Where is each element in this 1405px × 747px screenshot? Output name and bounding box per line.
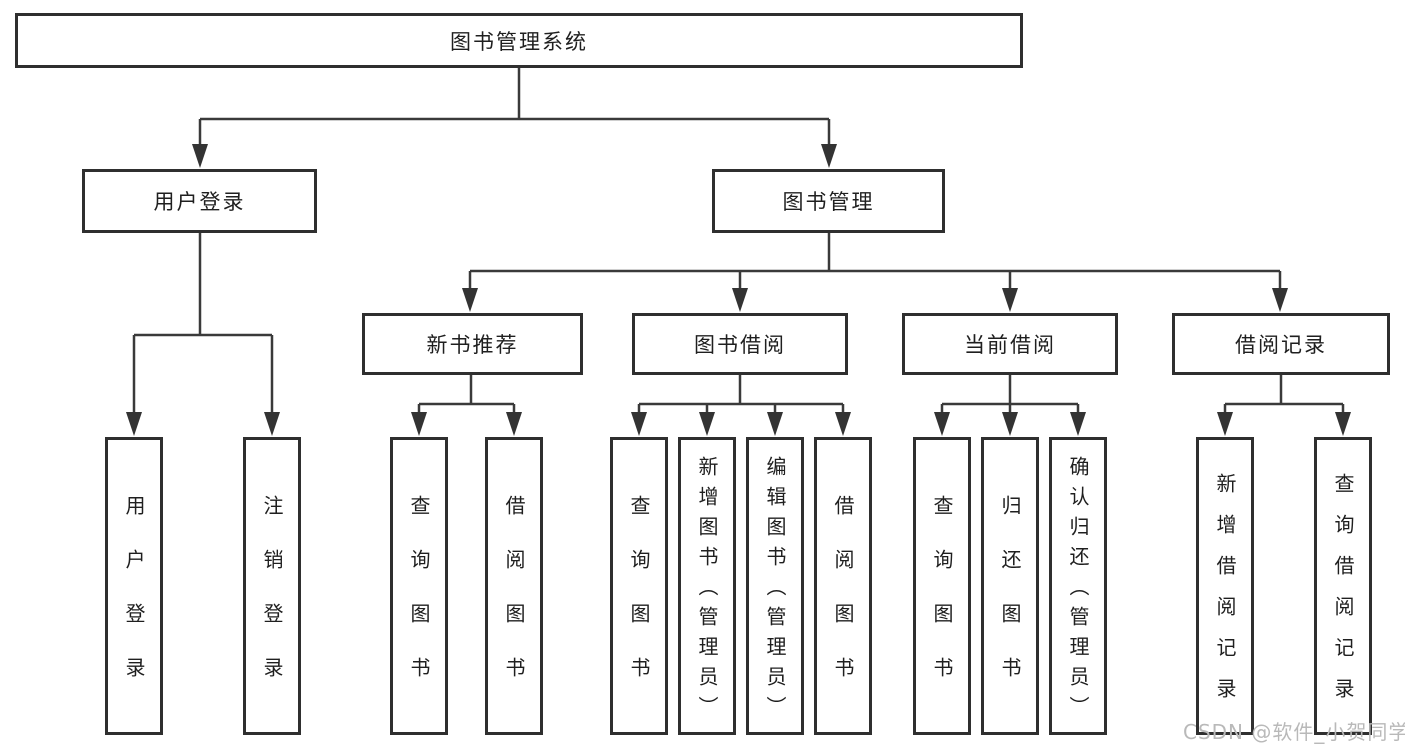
arrowheads [126, 144, 1351, 436]
leaf-borrow-books: 借阅图书 [814, 437, 872, 735]
leaf-label: 借阅图书 [831, 495, 855, 711]
csdn-watermark: CSDN @软件_小贺同学 [1183, 720, 1405, 744]
node-new-book-recommendation: 新书推荐 [362, 313, 583, 375]
node-label: 借阅记录 [1235, 333, 1327, 357]
leaf-label: 借阅图书 [502, 495, 526, 711]
leaf-confirm-return-admin: 确认归还（管理员） [1049, 437, 1107, 735]
connector-lines [132, 68, 1345, 413]
leaf-add-book-admin: 新增图书（管理员） [678, 437, 736, 735]
node-label: 图书管理 [782, 190, 875, 214]
node-label: 用户登录 [153, 190, 246, 214]
leaf-edit-book-admin: 编辑图书（管理员） [746, 437, 804, 735]
node-current-borrowing: 当前借阅 [902, 313, 1118, 375]
leaf-label: 查询借阅记录 [1331, 473, 1355, 719]
node-borrowing-records: 借阅记录 [1172, 313, 1390, 375]
leaf-query-books-recommend: 查询图书 [390, 437, 448, 735]
leaf-label: 查询图书 [407, 495, 431, 711]
leaf-add-borrow-record: 新增借阅记录 [1196, 437, 1254, 735]
leaf-borrow-books-recommend: 借阅图书 [485, 437, 543, 735]
node-label: 新书推荐 [426, 333, 519, 357]
node-label: 图书借阅 [694, 333, 786, 357]
node-library-management-system: 图书管理系统 [15, 13, 1023, 68]
node-label: 图书管理系统 [450, 29, 588, 54]
leaf-label: 注销登录 [260, 495, 284, 711]
leaf-query-books-current: 查询图书 [913, 437, 971, 735]
leaf-label: 编辑图书（管理员） [763, 456, 787, 726]
leaf-label: 查询图书 [627, 495, 651, 711]
leaf-label: 查询图书 [930, 495, 954, 711]
leaf-label: 归还图书 [998, 495, 1022, 711]
node-label: 当前借阅 [964, 333, 1056, 357]
leaf-label: 新增图书（管理员） [695, 456, 719, 726]
leaf-query-borrow-record: 查询借阅记录 [1314, 437, 1372, 735]
leaf-user-login: 用户登录 [105, 437, 163, 735]
leaf-label: 确认归还（管理员） [1066, 456, 1090, 726]
leaf-label: 新增借阅记录 [1213, 473, 1237, 719]
node-book-borrowing: 图书借阅 [632, 313, 848, 375]
leaf-query-books-borrow: 查询图书 [610, 437, 668, 735]
leaf-label: 用户登录 [122, 495, 146, 711]
leaf-return-book: 归还图书 [981, 437, 1039, 735]
node-user-login: 用户登录 [82, 169, 317, 233]
node-book-management: 图书管理 [712, 169, 945, 233]
leaf-logout: 注销登录 [243, 437, 301, 735]
